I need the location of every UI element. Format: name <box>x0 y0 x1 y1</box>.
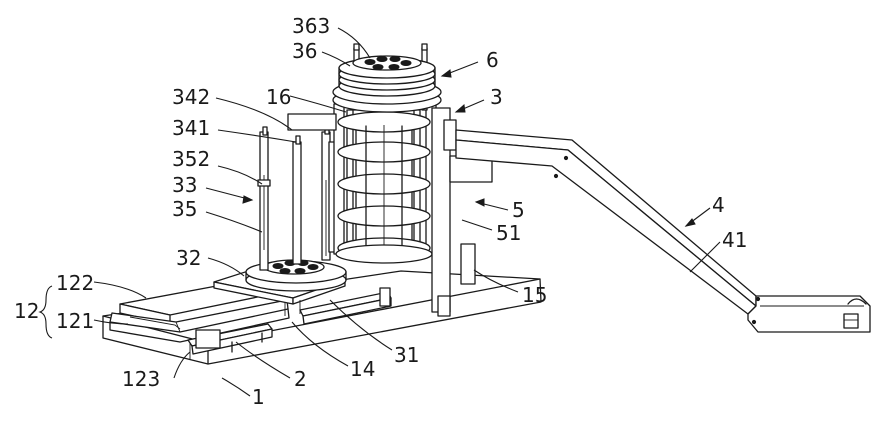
left-tray <box>245 259 347 292</box>
reference-numerals: 363 36 6 3 342 16 341 352 33 35 5 4 41 5… <box>14 14 747 409</box>
label-14: 14 <box>350 357 375 381</box>
label-341: 341 <box>172 116 210 140</box>
conveyor-chute <box>455 129 871 333</box>
label-33: 33 <box>172 173 197 197</box>
lift-frame <box>287 107 493 317</box>
guide-rods <box>257 125 336 271</box>
label-16: 16 <box>266 85 291 109</box>
label-2: 2 <box>294 367 307 391</box>
label-35: 35 <box>172 197 197 221</box>
label-31: 31 <box>394 343 419 367</box>
label-4: 4 <box>712 193 725 217</box>
label-1: 1 <box>252 385 265 409</box>
label-122: 122 <box>56 271 94 295</box>
label-15: 15 <box>522 283 547 307</box>
label-51: 51 <box>496 221 521 245</box>
label-41: 41 <box>722 228 747 252</box>
label-3: 3 <box>490 85 503 109</box>
top-tray-stack <box>332 55 442 113</box>
label-121: 121 <box>56 309 94 333</box>
leader-lines <box>38 27 721 397</box>
label-36: 36 <box>292 39 317 63</box>
material-tower <box>333 43 437 264</box>
label-352: 352 <box>172 147 210 171</box>
label-342: 342 <box>172 85 210 109</box>
label-32: 32 <box>176 246 201 270</box>
label-12: 12 <box>14 299 39 323</box>
label-123: 123 <box>122 367 160 391</box>
label-5: 5 <box>512 198 525 222</box>
label-363: 363 <box>292 14 330 38</box>
screw-drive-bars <box>187 287 392 355</box>
label-6: 6 <box>486 48 499 72</box>
